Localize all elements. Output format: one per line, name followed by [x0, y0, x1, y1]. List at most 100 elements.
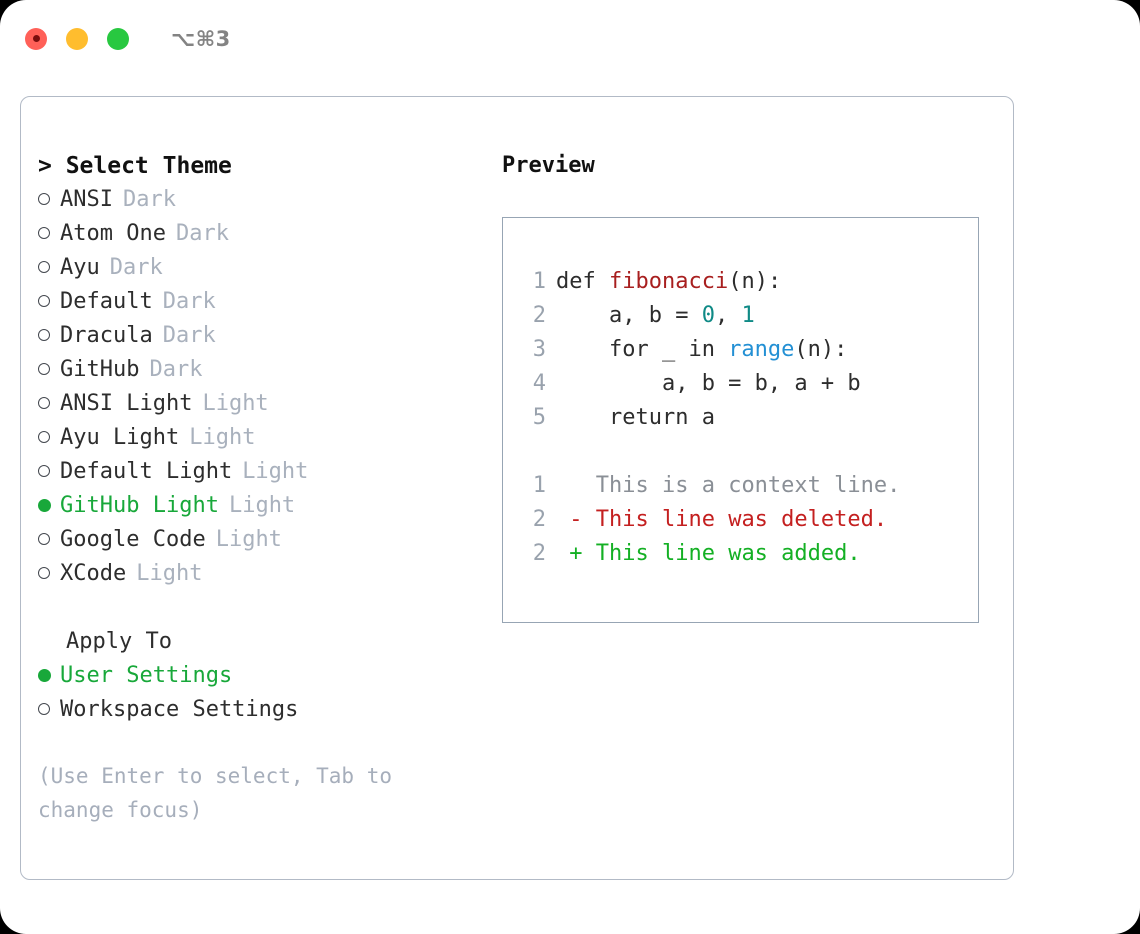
- diff-marker: +: [556, 541, 583, 566]
- radio-circle-icon: [38, 431, 50, 443]
- line-number: 1: [532, 473, 546, 498]
- theme-option-ansi[interactable]: ANSI Dark: [38, 183, 488, 217]
- theme-option-kind: Dark: [149, 357, 203, 382]
- code-token-plain: def: [556, 269, 609, 294]
- radio-unselected-icon: [38, 217, 60, 251]
- code-token-plain: ,: [714, 303, 742, 328]
- radio-circle-icon: [38, 329, 50, 341]
- diff-spacer: [522, 435, 978, 469]
- radio-circle-icon: [38, 295, 50, 307]
- theme-option-kind: Light: [136, 561, 203, 586]
- diff-line-del: 2 - This line was deleted.: [522, 503, 978, 537]
- radio-unselected-icon: [38, 319, 60, 353]
- apply-to-option-user-settings[interactable]: User Settings: [38, 659, 488, 693]
- radio-circle-icon: [38, 193, 50, 205]
- apply-to-option-name: Workspace Settings: [60, 697, 299, 722]
- diff-line-add: 2 + This line was added.: [522, 537, 978, 571]
- apply-to-title: Apply To: [66, 629, 172, 654]
- code-token-plain: a, b = b, a + b: [556, 371, 861, 396]
- section-spacer: [38, 591, 488, 625]
- code-line: 4 a, b = b, a + b: [522, 367, 978, 401]
- radio-unselected-icon: [38, 557, 60, 591]
- radio-unselected-icon: [38, 285, 60, 319]
- minimize-button-icon[interactable]: [66, 27, 88, 50]
- theme-option-name: Ayu: [60, 255, 100, 280]
- code-line: 3 for _ in range(n):: [522, 333, 978, 367]
- diff-text: This line was added.: [582, 541, 861, 566]
- radio-circle-icon: [38, 498, 51, 512]
- radio-unselected-icon: [38, 183, 60, 217]
- code-token-num: 0: [701, 303, 715, 328]
- diff-line-ctx: 1 This is a context line.: [522, 469, 978, 503]
- diff-marker: [556, 473, 583, 498]
- code-token-plain: (n):: [728, 269, 782, 294]
- code-line: 5 return a: [522, 401, 978, 435]
- line-number: 4: [532, 371, 546, 396]
- theme-option-name: GitHub: [60, 357, 140, 382]
- theme-option-kind: Light: [202, 391, 269, 416]
- theme-option-kind: Dark: [162, 289, 216, 314]
- preview-label: Preview: [502, 153, 595, 178]
- diff-text: This line was deleted.: [582, 507, 888, 532]
- theme-picker-header: > Select Theme: [38, 153, 232, 179]
- title-bar: ⌥⌘3: [0, 0, 1140, 77]
- theme-option-name: Ayu Light: [60, 425, 180, 450]
- diff-marker: -: [556, 507, 583, 532]
- code-token-num: 1: [741, 303, 755, 328]
- radio-selected-icon: [38, 489, 60, 523]
- apply-to-option-workspace-settings[interactable]: Workspace Settings: [38, 693, 488, 727]
- theme-option-name: Atom One: [60, 221, 166, 246]
- theme-option-name: Dracula: [60, 323, 153, 348]
- code-token-fn: fibonacci: [608, 269, 729, 294]
- theme-option-kind: Light: [215, 527, 282, 552]
- line-number: 2: [532, 541, 546, 566]
- theme-option-name: ANSI: [60, 187, 113, 212]
- theme-option-atom-one[interactable]: Atom One Dark: [38, 217, 488, 251]
- code-token-plain: a, b =: [556, 303, 702, 328]
- apply-to-option-name: User Settings: [60, 663, 233, 688]
- radio-unselected-icon: [38, 251, 60, 285]
- theme-option-default[interactable]: Default Dark: [38, 285, 488, 319]
- radio-circle-icon: [38, 363, 50, 375]
- theme-option-dracula[interactable]: Dracula Dark: [38, 319, 488, 353]
- theme-option-name: Default: [60, 289, 153, 314]
- radio-unselected-icon: [38, 353, 60, 387]
- line-number: 5: [532, 405, 546, 430]
- radio-circle-icon: [38, 567, 50, 579]
- code-line: 2 a, b = 0, 1: [522, 299, 978, 333]
- theme-option-kind: Dark: [162, 323, 216, 348]
- diff-text: This is a context line.: [582, 473, 901, 498]
- theme-option-name: Default Light: [60, 459, 233, 484]
- zoom-button-icon[interactable]: [107, 27, 129, 50]
- theme-option-kind: Light: [228, 493, 296, 518]
- line-number: 2: [532, 507, 546, 532]
- theme-option-kind: Dark: [122, 187, 176, 212]
- radio-circle-icon: [38, 668, 51, 682]
- close-button-icon[interactable]: [25, 27, 47, 50]
- help-hint-text: (Use Enter to select, Tab to change focu…: [38, 764, 405, 822]
- code-token-built: range: [728, 337, 795, 362]
- radio-unselected-icon: [38, 693, 60, 727]
- radio-circle-icon: [38, 227, 50, 239]
- radio-selected-icon: [38, 659, 60, 693]
- theme-option-kind: Dark: [175, 221, 229, 246]
- radio-circle-icon: [38, 397, 50, 409]
- theme-option-github[interactable]: GitHub Dark: [38, 353, 488, 387]
- window-controls: [25, 27, 129, 50]
